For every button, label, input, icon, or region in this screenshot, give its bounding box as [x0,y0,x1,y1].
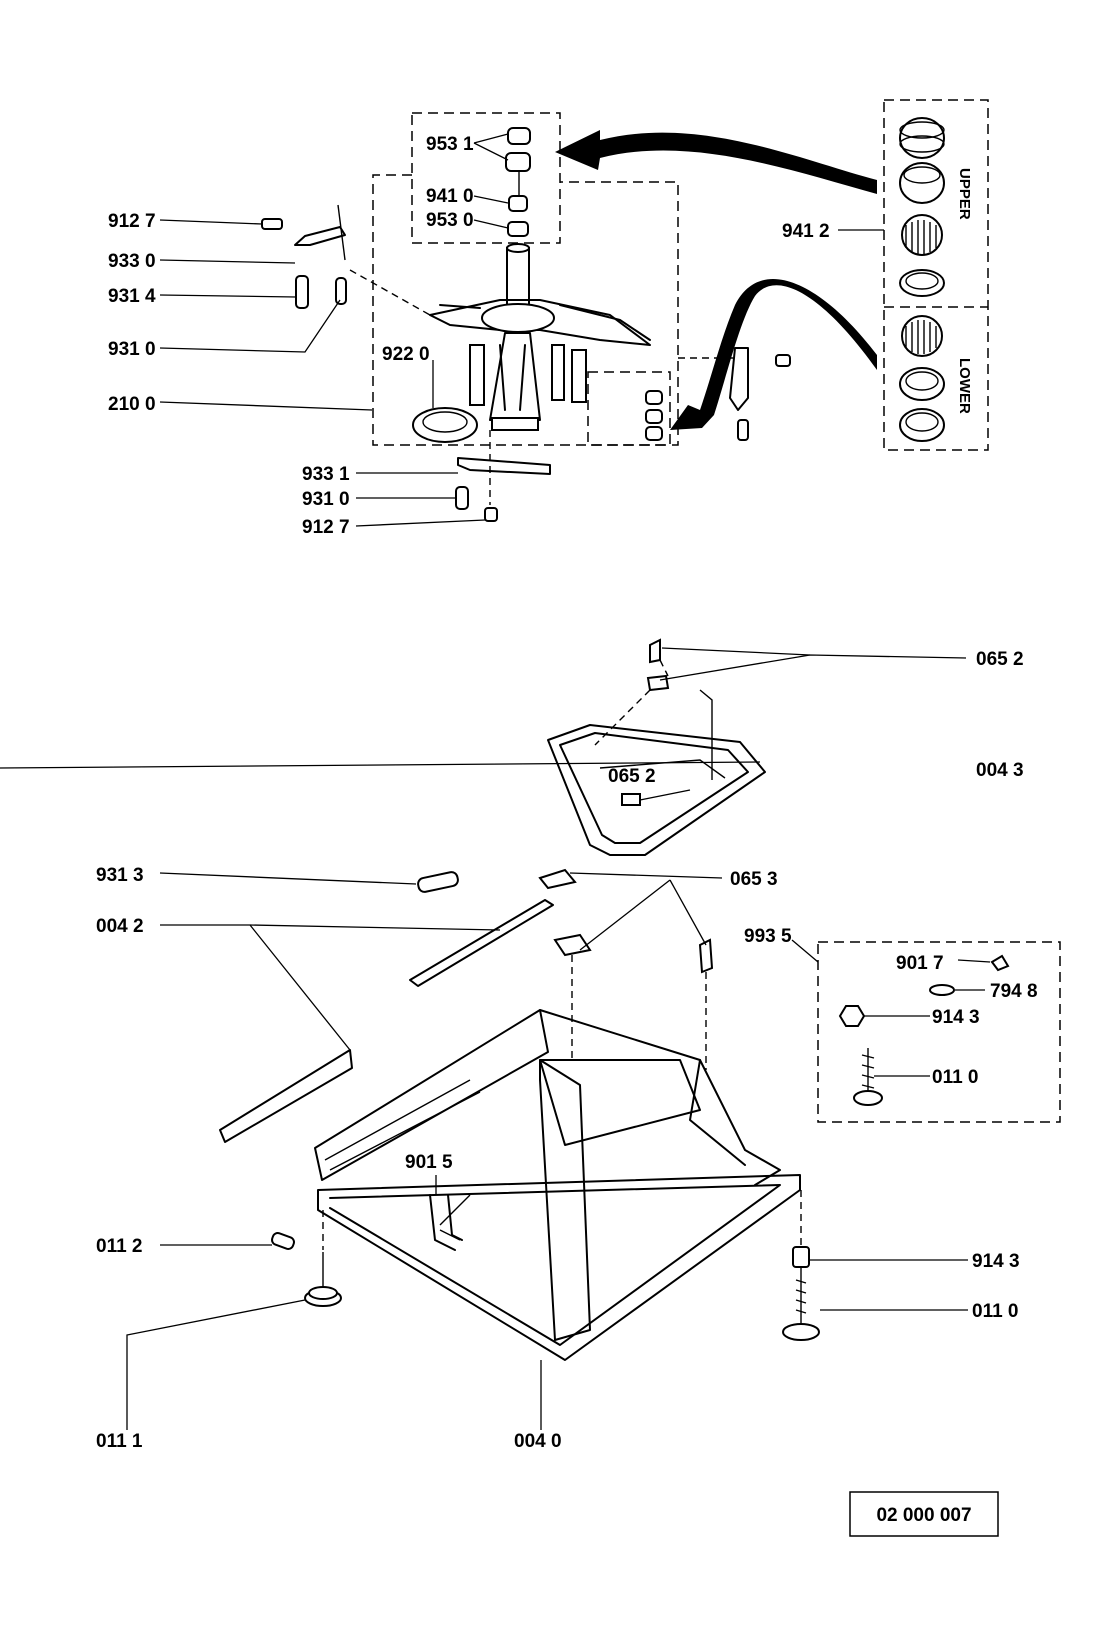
clip-065-3-b [553,933,592,957]
nut-914-3-upper [838,1005,866,1027]
spring-931-4 [295,275,309,309]
label-004-0: 004 0 [514,1431,562,1452]
reference-number: 02 000 007 [876,1505,971,1526]
ring-922-0 [412,407,478,443]
spring-931-0-lower [455,486,469,510]
washer-794-8 [929,984,955,996]
lower-bushings [645,390,663,441]
label-931-0-lower: 931 0 [302,489,350,510]
top-frame-004-3 [547,689,766,856]
foot-011-0-upper [853,1048,883,1106]
label-011-2: 011 2 [96,1236,143,1257]
kit-upper-parts [899,117,945,297]
bushing-953-0 [507,221,529,237]
label-011-0-lower: 011 0 [972,1301,1019,1322]
kit-lower-parts [899,315,945,442]
label-931-4: 931 4 [108,286,156,307]
base-assembly [219,638,1061,1361]
spider-frame [429,299,651,431]
label-011-1: 011 1 [96,1431,143,1452]
label-993-5: 993 5 [744,926,792,947]
label-914-3-lower: 914 3 [972,1251,1020,1272]
foot-011-1 [304,1252,342,1307]
pin-011-2 [271,1232,295,1250]
base-frame-004-0 [314,1009,801,1361]
label-931-3: 931 3 [96,865,144,886]
label-004-3: 004 3 [976,760,1024,781]
label-941-2: 941 2 [782,221,830,242]
label-794-8: 794 8 [990,981,1038,1002]
bushing-kit-box [883,99,989,451]
part-labels: 953 1 941 0 953 0 912 7 933 0 931 4 931 … [96,134,1038,1452]
clip-065-2-b [646,674,670,692]
label-lower: LOWER [956,358,973,414]
label-953-1: 953 1 [426,134,474,155]
label-011-0-upper: 011 0 [932,1067,979,1088]
label-912-7-upper: 912 7 [108,211,156,232]
label-upper: UPPER [956,168,973,220]
label-065-2-center: 065 2 [608,766,656,787]
label-941-0: 941 0 [426,186,474,207]
label-931-0-upper: 931 0 [108,339,156,360]
clip-065-3-a [538,868,577,890]
suspension-assembly [261,99,989,522]
rail-004-2-a [409,899,554,987]
label-901-5: 901 5 [405,1152,453,1173]
shaft-top [506,243,530,253]
bushing-953-1 [505,127,531,172]
bracket-933-1 [457,457,551,475]
label-933-0: 933 0 [108,251,156,272]
label-922-0: 922 0 [382,344,430,365]
arrow-to-upper [555,130,877,194]
label-065-3: 065 3 [730,869,778,890]
bracket-933-0 [261,204,346,261]
label-210-0: 210 0 [108,394,156,415]
label-901-7: 901 7 [896,953,944,974]
hook-901-5 [429,1194,463,1251]
arrow-to-lower [670,278,877,430]
assembly-box [372,174,679,446]
clip-901-7 [990,954,1010,972]
reference-box: 02 000 007 [849,1491,999,1537]
upper-bushing-box [411,112,561,244]
bushing-941-0 [508,195,528,212]
dash-link-left [349,269,431,316]
leader-lines [0,133,991,1430]
foot-011-0-lower [782,1268,820,1341]
lower-bushing-box [587,371,671,446]
hardware-kit-box [817,941,1061,1123]
clip-065-3-c [698,938,714,974]
label-004-2: 004 2 [96,916,144,937]
nut-914-3-lower [792,1246,810,1268]
right-bracket [678,347,791,441]
label-933-1: 933 1 [302,464,350,485]
label-953-0: 953 0 [426,210,474,231]
label-914-3-upper: 914 3 [932,1007,980,1028]
label-912-7-lower: 912 7 [302,517,350,538]
rail-004-2-b [219,1049,353,1143]
bolt-912-7-lower [484,507,498,522]
spring-931-0-upper [335,277,347,305]
clip-065-2-a [649,638,661,664]
spring-931-3 [417,871,459,893]
label-065-2-right: 065 2 [976,649,1024,670]
